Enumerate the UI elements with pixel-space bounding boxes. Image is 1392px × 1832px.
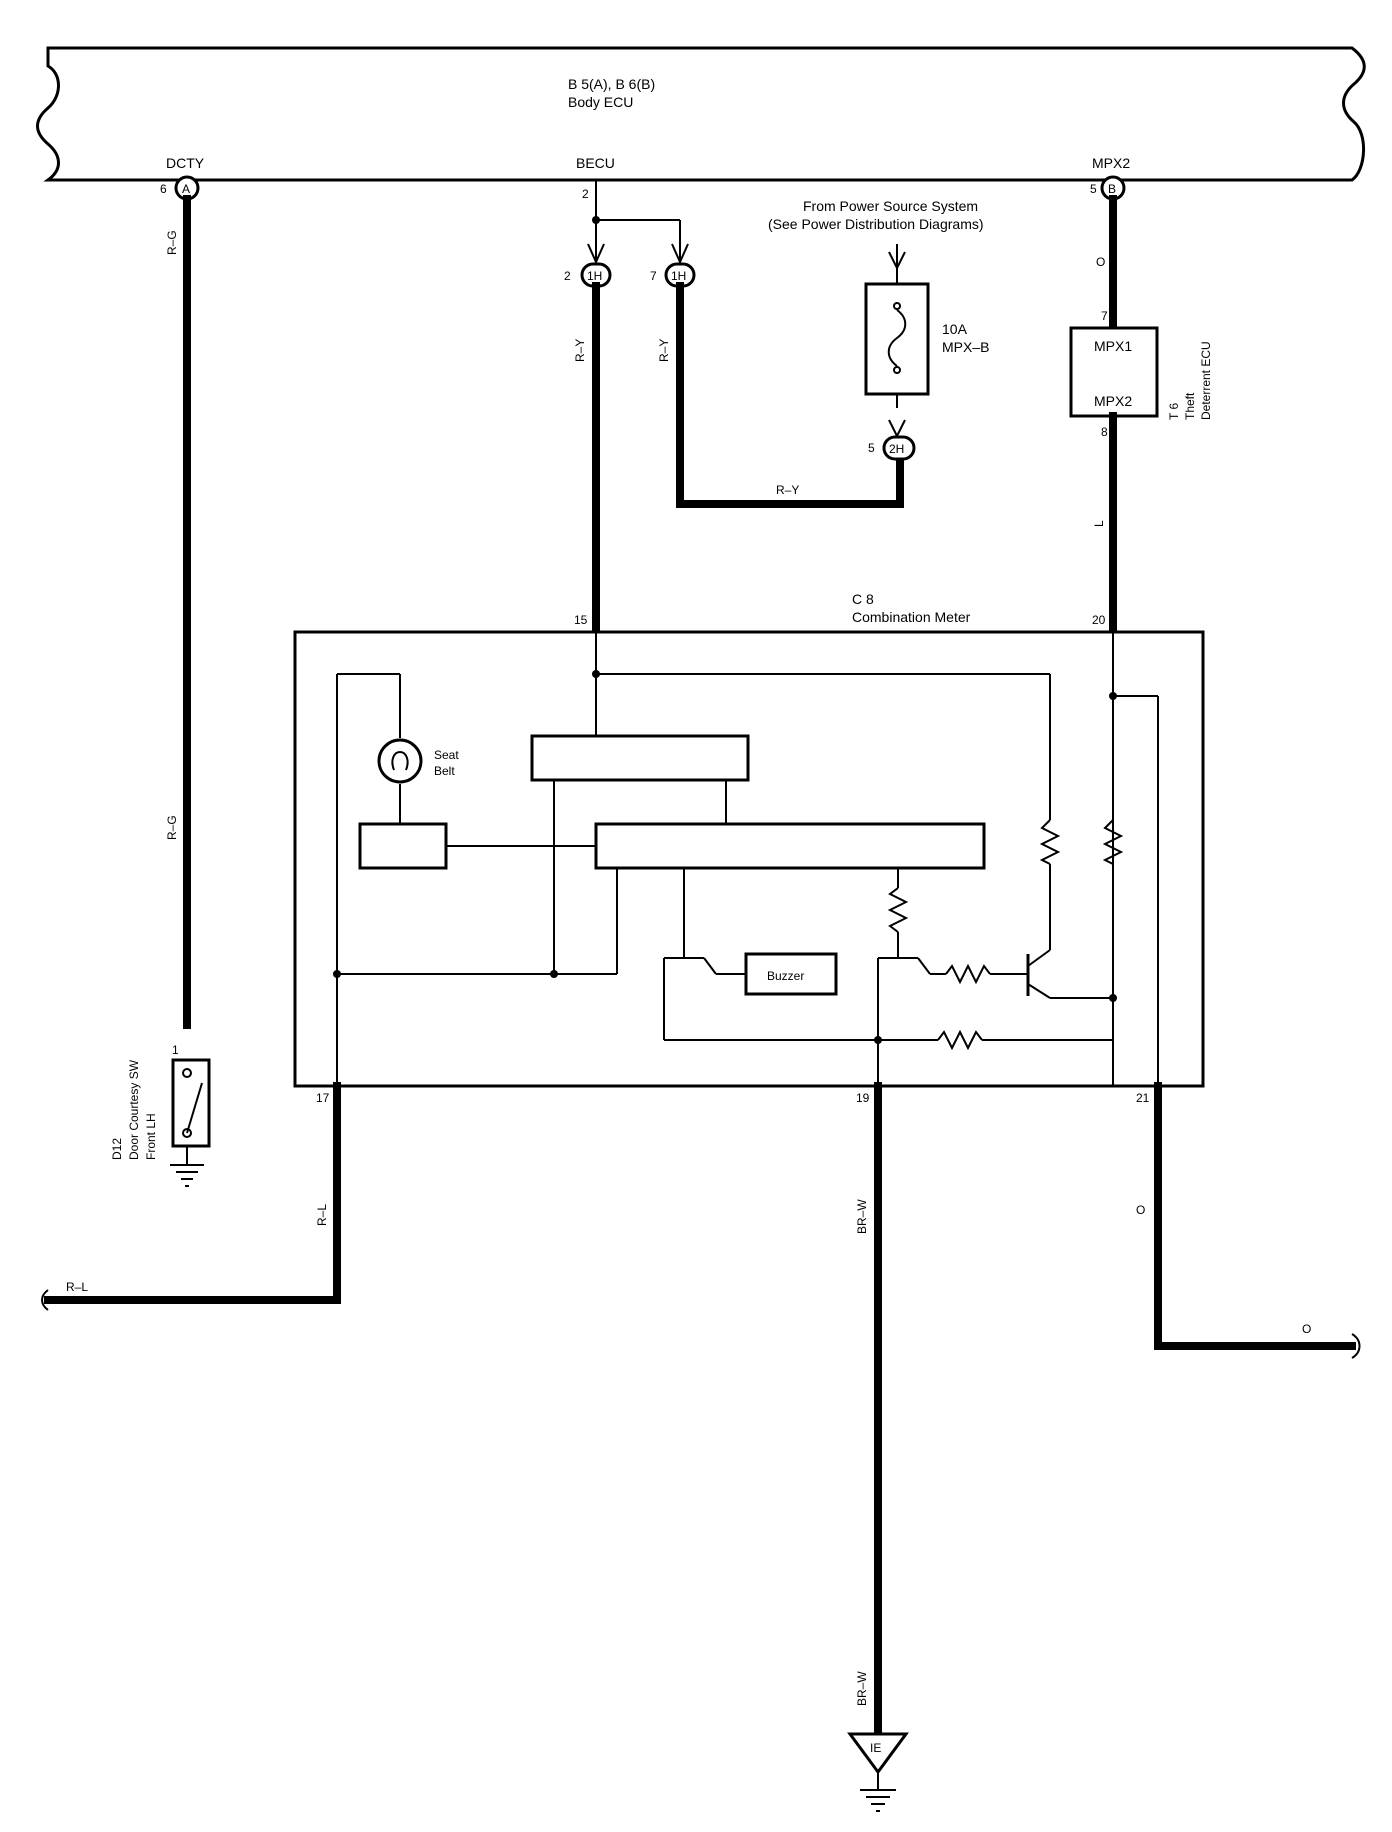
wire-label-ry-mid: R–Y [657, 339, 671, 362]
seat-belt-lamp: Seat Belt [377, 738, 459, 784]
meter-logic-lower [594, 822, 986, 870]
arrow-1h-a [587, 243, 605, 265]
fuse-element [887, 309, 907, 367]
mpx-line: 5 B O 7 MPX1 MPX2 8 T 6 Theft Deterrent … [1069, 175, 1213, 634]
wire-label-rg-bottom: R–G [165, 815, 179, 840]
o-output: O O [1136, 1082, 1361, 1359]
resistor-r2 [945, 963, 991, 985]
connector-2h-label: 2H [889, 442, 904, 456]
wire-label-brw-top: BR–W [855, 1199, 869, 1234]
connector-a-label: A [182, 182, 190, 196]
rl-cut-mark [41, 1289, 49, 1311]
resistor-r3 [1039, 819, 1061, 865]
door-sw-pin: 1 [172, 1043, 179, 1057]
becu-split-dot [592, 216, 600, 224]
ground-point-ie [847, 1732, 909, 1775]
pin-label-mpx2: MPX2 [1092, 155, 1130, 171]
meter-logic-upper [530, 734, 750, 782]
meter-code: C 8 [852, 591, 874, 607]
power-source-line1: From Power Source System [803, 198, 978, 214]
pin-number-dcty: 6 [160, 182, 167, 196]
pin-label-becu: BECU [576, 155, 615, 171]
meter-name: Combination Meter [852, 609, 971, 625]
door-sw-code: D12 [110, 1138, 124, 1160]
body-ecu-name: Body ECU [568, 94, 633, 110]
wire-label-brw-bottom: BR–W [855, 1671, 869, 1706]
theft-ecu-box [1069, 326, 1159, 418]
pin-label-dcty: DCTY [166, 155, 205, 171]
connector-b-label: B [1108, 182, 1116, 196]
meter-pin-17: 17 [316, 1091, 330, 1105]
meter-pin-21: 21 [1136, 1091, 1150, 1105]
meter-pin-19: 19 [856, 1091, 870, 1105]
resistor-r1 [887, 887, 909, 933]
door-sw-contact-top [182, 1068, 192, 1078]
wire-label-o-horizontal: O [1302, 1322, 1311, 1336]
meter-internal-wiring: Buzzer [333, 632, 1159, 1086]
pin-number-becu: 2 [582, 187, 589, 201]
theft-ecu-name2: Deterrent ECU [1199, 341, 1213, 420]
connector-1h-b-label: 1H [671, 269, 686, 283]
combination-meter: C 8 Combination Meter 15 20 [293, 591, 1205, 1105]
body-ecu-block: B 5(A), B 6(B) Body ECU DCTY BECU MPX2 [36, 46, 1366, 182]
ground-symbol-ie [860, 1789, 896, 1812]
wire-ry-mid [676, 282, 904, 508]
wire-label-o-right: O [1136, 1203, 1145, 1217]
seat-belt-label1: Seat [434, 748, 459, 762]
buzzer-box [744, 952, 838, 996]
theft-ecu-code: T 6 [1167, 403, 1181, 420]
door-sw-location: Front LH [144, 1113, 158, 1160]
power-source-line2: (See Power Distribution Diagrams) [768, 216, 984, 232]
arrow-2h [888, 419, 906, 439]
wire-label-rg-top: R–G [165, 230, 179, 255]
fuse-node-bottom [893, 366, 901, 374]
wire-label-ry-left: R–Y [573, 339, 587, 362]
door-courtesy-switch: 1 D12 Door Courtesy SW Front LH [110, 1043, 211, 1187]
becu-branch: 2 2 1H 7 1H R–Y R–Y R–Y [564, 180, 904, 634]
power-source: From Power Source System (See Power Dist… [768, 198, 989, 461]
resistor-r5 [937, 1029, 983, 1051]
fuse-node-top [893, 302, 901, 310]
brw-ground: BR–W BR–W IE [847, 1082, 909, 1812]
j1-pin-a: 2 [564, 269, 571, 283]
door-sw-lever [186, 1082, 203, 1134]
power-arrow [888, 251, 906, 271]
fuse-rating: 10A [942, 321, 968, 337]
meter-pin-15: 15 [574, 613, 588, 627]
wire-label-ry-horizontal: R–Y [776, 483, 799, 497]
connector-1h-a-label: 1H [587, 269, 602, 283]
wire-label-rl-horizontal: R–L [66, 1280, 88, 1294]
theft-ecu-name1: Theft [1183, 392, 1197, 420]
resistor-r4 [1102, 819, 1124, 865]
connector-2h [882, 435, 916, 461]
j1-pin-b: 7 [650, 269, 657, 283]
fuse-name: MPX–B [942, 339, 989, 355]
meter-pin-20: 20 [1092, 613, 1106, 627]
theft-pin-out: 8 [1101, 425, 1108, 439]
ground-label-ie: IE [870, 1741, 881, 1755]
o-cut-mark [1351, 1333, 1361, 1359]
theft-pin-in: 7 [1101, 309, 1108, 323]
ground-symbol-door [170, 1164, 204, 1187]
body-ecu-connector: B 5(A), B 6(B) [568, 76, 655, 92]
rl-output: R–L R–L [41, 1082, 341, 1311]
wire-label-l: L [1092, 520, 1106, 527]
wire-o-right [1154, 1082, 1356, 1350]
pin-number-mpx2: 5 [1090, 182, 1097, 196]
seat-belt-label2: Belt [434, 764, 455, 778]
wire-label-o-top: O [1096, 255, 1105, 269]
theft-pin-mpx2: MPX2 [1094, 393, 1132, 409]
theft-pin-mpx1: MPX1 [1094, 338, 1132, 354]
buzzer-label: Buzzer [767, 969, 804, 983]
door-sw-name: Door Courtesy SW [127, 1059, 141, 1160]
j2-pin: 5 [868, 441, 875, 455]
wire-label-rl-vertical: R–L [315, 1204, 329, 1226]
wire-rl [44, 1082, 341, 1304]
dcty-wire: 6 A R–G R–G [160, 175, 200, 1029]
seat-belt-driver [358, 822, 448, 870]
arrow-1h-b [671, 243, 689, 265]
